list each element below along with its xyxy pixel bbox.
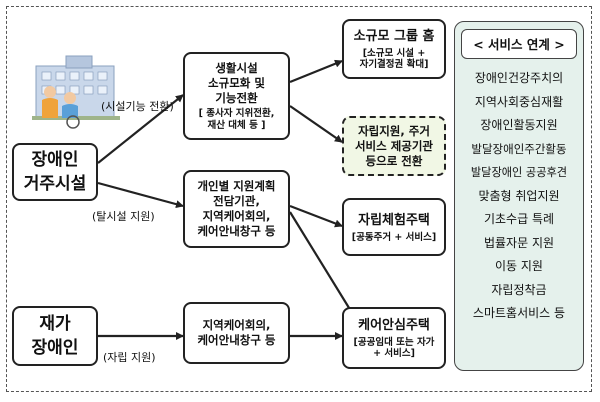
node-carehouse-sub-2: + 서비스]: [373, 348, 415, 359]
node-group-home: 소규모 그룹 홈 [소규모 시설 + 자기결정권 확대]: [342, 19, 446, 79]
service-item: 법률자문 지원: [483, 235, 555, 250]
node-meeting-line-2: 케어안내창구 등: [197, 333, 276, 347]
node-service-line-2: 서비스 제공기관: [354, 138, 434, 153]
node-home-disabled: 재가 장애인: [12, 306, 98, 366]
node-service-line-1: 자립지원, 주거: [358, 123, 430, 138]
service-item: 맞춤형 취업지원: [478, 188, 560, 203]
node-downsize-line-3: 기능전환: [215, 90, 258, 105]
node-experience-sub: [공동주거 + 서비스]: [351, 231, 437, 243]
arrow-downsize-to-grouphome: [289, 59, 343, 84]
node-individual-plan: 개인별 지원계획 전담기관, 지역케어회의, 케어안내창구 등: [183, 170, 290, 248]
building-illustration: [32, 55, 120, 129]
node-experience-title: 자립체험주택: [358, 212, 430, 228]
arrow-individual-to-carehouse: [289, 211, 355, 317]
service-item: 지역사회중심재활: [474, 94, 564, 109]
node-independence-service: 자립지원, 주거 서비스 제공기관 등으로 전환: [342, 116, 446, 176]
service-item: 이동 지원: [495, 259, 543, 273]
node-individual-line-2: 전담기관,: [213, 194, 260, 208]
node-carehouse-title: 케어안심주택: [358, 318, 430, 333]
node-meeting-line-1: 지역케어회의,: [202, 318, 271, 332]
service-item: 장애인건강주치의: [474, 71, 564, 85]
service-item: 장애인활동지원: [480, 118, 558, 132]
node-residential-facility: 장애인 거주시설: [12, 143, 98, 201]
edge-label-function-transition: (시설기능 전환): [101, 100, 174, 113]
node-home-line-1: 재가: [39, 314, 71, 334]
node-care-meeting: 지역케어회의, 케어안내창구 등: [183, 302, 290, 364]
edge-label-deinstitution: (탈시설 지원): [92, 210, 155, 223]
node-home-line-2: 장애인: [31, 338, 79, 358]
node-individual-line-4: 케어안내창구 등: [197, 224, 276, 238]
service-item: 발달장애인 공공후견: [470, 166, 568, 179]
service-item: 스마트홈서비스 등: [472, 306, 566, 320]
arrow-residential-to-downsize: [97, 94, 184, 164]
service-item: 자립정착금: [491, 282, 547, 297]
service-panel-title: < 서비스 연계 >: [461, 29, 577, 59]
node-downsize: 생활시설 소규모화 및 기능전환 [ 종사자 지위전환, 재산 대체 등 ]: [183, 52, 290, 140]
edge-label-independence: (자립 지원): [103, 351, 156, 364]
node-service-line-3: 등으로 전환: [365, 153, 423, 168]
node-grouphome-title: 소규모 그룹 홈: [353, 29, 435, 44]
node-residential-line-1: 장애인: [31, 150, 79, 170]
arrow-individual-to-experience: [289, 204, 343, 228]
node-downsize-line-1: 생활시설: [215, 60, 258, 75]
node-carehouse-sub-1: [공공임대 또는 자가: [353, 337, 435, 348]
node-individual-line-3: 지역케어회의,: [202, 209, 271, 223]
node-grouphome-sub-1: [소규모 시설 +: [362, 48, 426, 59]
service-item: 기초수급 특례: [483, 212, 555, 226]
arrow-residential-to-individual: [97, 181, 184, 209]
node-residential-line-2: 거주시설: [23, 174, 87, 194]
node-downsize-sub-2: 재산 대체 등 ]: [207, 119, 266, 131]
service-linkage-panel: < 서비스 연계 > 장애인건강주치의 지역사회중심재활 장애인활동지원 발달장…: [454, 21, 584, 371]
node-experience-house: 자립체험주택 [공동주거 + 서비스]: [342, 198, 446, 256]
node-grouphome-sub-2: 자기결정권 확대]: [359, 59, 429, 70]
arrow-downsize-to-service: [289, 105, 343, 143]
diagram-frame: [6, 6, 592, 392]
node-downsize-line-2: 소규모화 및: [208, 75, 265, 90]
node-downsize-sub-1: [ 종사자 지위전환,: [198, 107, 275, 119]
service-item: 발달장애인주간활동: [471, 141, 567, 156]
node-care-house: 케어안심주택 [공공임대 또는 자가 + 서비스]: [342, 307, 446, 369]
node-individual-line-1: 개인별 지원계획: [197, 179, 276, 193]
